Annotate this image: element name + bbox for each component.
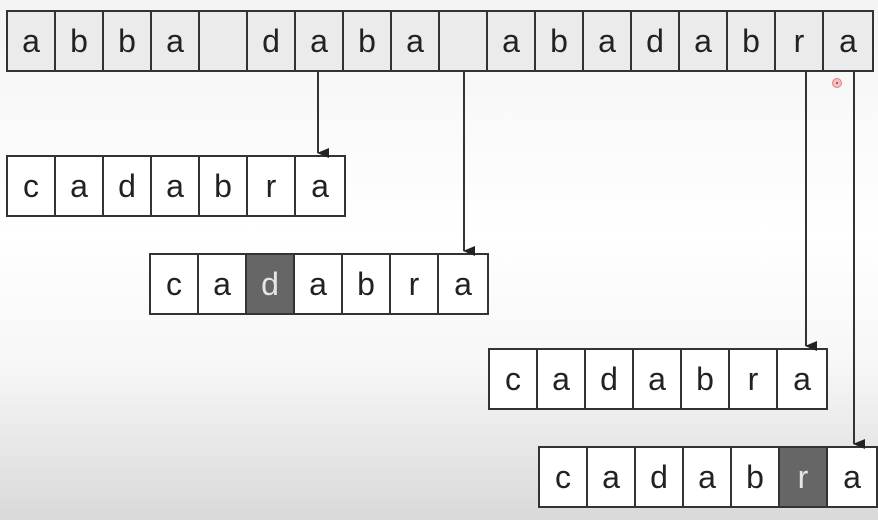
pattern-cell: c (490, 350, 538, 408)
pattern-cell-mismatch: d (247, 255, 295, 313)
pattern-cell: a (296, 157, 344, 215)
text-cell: a (392, 12, 440, 70)
pattern-cell: a (439, 255, 487, 313)
pattern-cell: a (828, 448, 876, 506)
text-cell: b (344, 12, 392, 70)
pattern-cell: r (391, 255, 439, 313)
text-cell: a (488, 12, 536, 70)
pattern-cell: b (343, 255, 391, 313)
pattern-cell: a (538, 350, 586, 408)
text-cell: a (680, 12, 728, 70)
text-cell: a (8, 12, 56, 70)
pattern-cell: b (200, 157, 248, 215)
text-cell: a (584, 12, 632, 70)
text-cell: b (104, 12, 152, 70)
pattern-cell: a (588, 448, 636, 506)
pattern-cell: a (778, 350, 826, 408)
pattern-cell: b (732, 448, 780, 506)
pattern-cell: d (636, 448, 684, 506)
text-cell: d (632, 12, 680, 70)
pattern-cell: a (295, 255, 343, 313)
pattern-cell: d (586, 350, 634, 408)
text-cell: b (728, 12, 776, 70)
pattern-cell: b (682, 350, 730, 408)
text-cell: d (248, 12, 296, 70)
text-cell (440, 12, 488, 70)
text-cell: b (56, 12, 104, 70)
pattern-cell: d (104, 157, 152, 215)
text-cell (200, 12, 248, 70)
text-cell: r (776, 12, 824, 70)
pattern-cell: r (730, 350, 778, 408)
pattern-cell-mismatch: r (780, 448, 828, 506)
text-cell: a (824, 12, 872, 70)
pattern-cell: a (684, 448, 732, 506)
text-cell: a (152, 12, 200, 70)
text-cell: b (536, 12, 584, 70)
pattern-cell: a (56, 157, 104, 215)
pattern-cell: r (248, 157, 296, 215)
pointer-cursor-icon (832, 78, 842, 88)
pattern-cell: c (8, 157, 56, 215)
pattern-cell: c (540, 448, 588, 506)
pattern-cell: a (199, 255, 247, 313)
pattern-cell: a (152, 157, 200, 215)
text-cell: a (296, 12, 344, 70)
pattern-cell: a (634, 350, 682, 408)
pattern-cell: c (151, 255, 199, 313)
